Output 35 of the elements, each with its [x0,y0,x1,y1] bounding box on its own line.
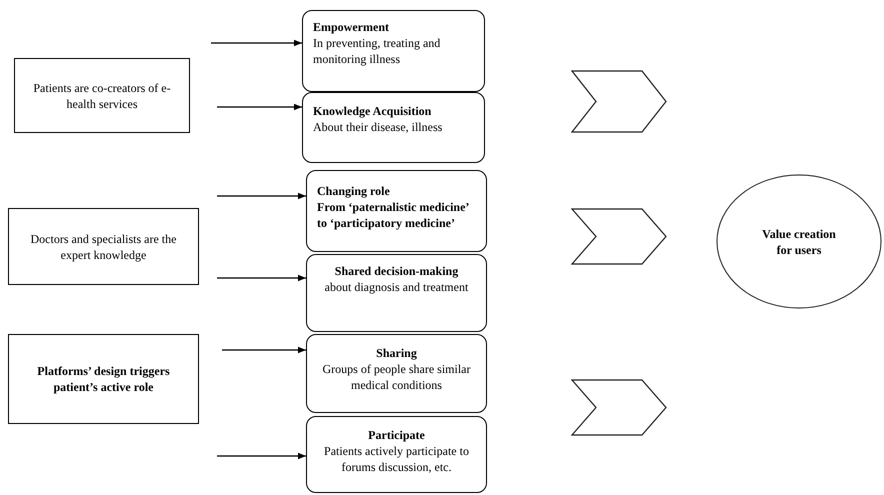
rounded-box [306,334,487,413]
rounded-box [306,170,487,252]
box-heading: Knowledge Acquisition [313,103,432,119]
box-text: About their disease, illness [313,119,444,135]
text-box [14,58,190,133]
box-heading: Changing role [317,183,391,199]
box-text: Patients actively participate to forums discussion, etc. [323,443,470,475]
outcome-ellipse [716,174,882,309]
arrow [217,274,306,282]
box-text: Doctors and specialists are the expert knowledge [30,230,178,262]
text-box [8,334,199,424]
chevron-shape [571,70,667,133]
rounded-box [302,92,485,163]
box-heading: Participate [367,427,426,443]
rounded-box [306,416,487,493]
box-text: In preventing, treating and monitoring illness [313,35,442,67]
rounded-box [302,10,485,92]
box-text: Groups of people share similar medical conditions [322,361,472,393]
chevron-shape [571,379,667,436]
box-heading: Empowerment [313,19,390,35]
box-text: Platforms’ design triggers patient’s active role [36,363,171,395]
arrow [222,346,306,354]
box-text: Patients are co-creators of e-health services [33,80,171,112]
arrow [217,452,306,460]
box-heading: Sharing [375,345,418,361]
chevron-shape [571,208,667,265]
arrow [217,104,302,110]
box-text: about diagnosis and treatment [324,279,470,295]
text-box [8,208,199,285]
box-heading: Shared decision-making [334,263,460,279]
rounded-box [306,254,487,332]
arrow [211,40,302,46]
box-text: Value creation for users [761,226,837,258]
box-text: From ‘paternalistic medicine’ to ‘participatory medicine’ [317,199,470,231]
arrow [217,192,306,200]
